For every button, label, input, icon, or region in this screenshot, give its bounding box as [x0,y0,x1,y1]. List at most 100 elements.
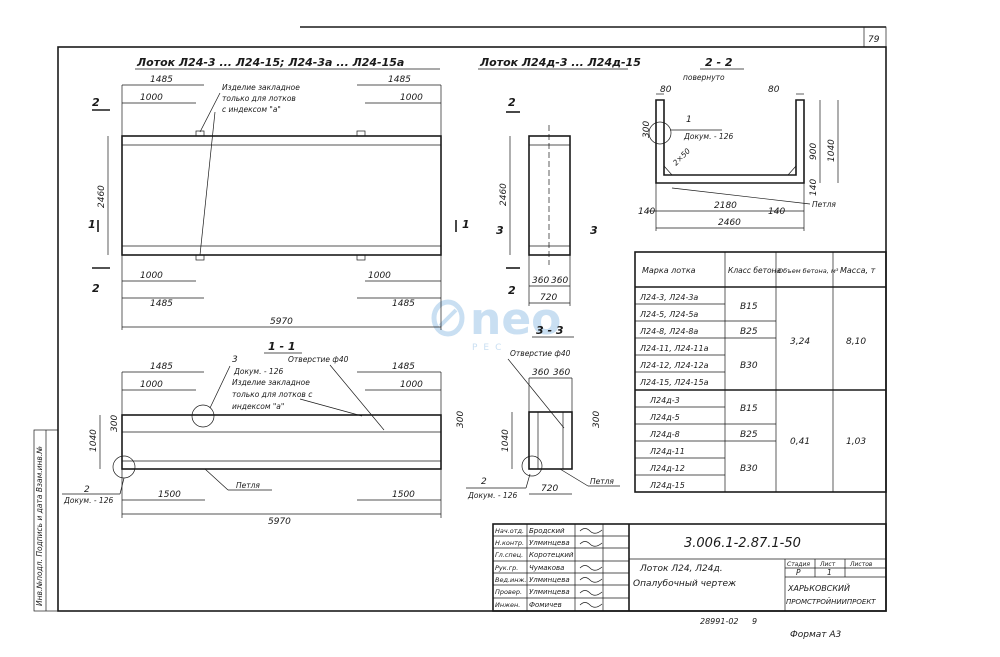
dim-22-top-left: 300 [642,121,652,138]
plan-view-title: Лоток Л24-3 ... Л24-15; Л24-3а ... Л24-1… [136,56,404,69]
plan-note-1: Изделие закладное [222,83,300,92]
dim-22-inner-w: 2180 [714,201,737,211]
spec-mark-10: Л24д-11 [649,447,685,456]
dim-11-right-inner: 1000 [400,380,423,390]
spec-mark-1: Л24-3, Л24-3а [639,293,698,302]
section-2-2-title: 2 - 2 [705,56,733,69]
section-1-1-title: 1 - 1 [268,340,296,353]
dim-end-w-left: 360 [532,276,549,286]
sign-role-5: Вед.инж. [495,576,526,584]
spec-mark-9: Л24д-8 [649,430,680,439]
dim-11-bot-right: 1500 [392,490,415,500]
dim-33-w-left: 360 [532,368,549,378]
sign-name-3: Коротецкий [529,551,574,559]
dim-11-right-outer: 1485 [392,362,415,372]
spec-class-1: В15 [740,302,758,312]
spec-table: Марка лотка Класс бетона Объем бетона, м… [634,251,887,493]
section-1-1-hole: Отверстие ф40 [288,355,349,364]
dim-22-total-w: 2460 [718,218,741,228]
dim-22-wall-left: 80 [660,85,672,95]
spec-mark-5: Л24-12, Л24-12а [639,361,709,370]
section-2-2: 2 - 2 повернуто 1 Докум. - 126 80 80 300… [638,56,839,231]
section-3-3-loop: Петля [590,477,614,486]
end-cut-3-left: 3 [496,224,504,237]
sheet-value: 1 [827,568,832,577]
cut-2-bottom: 2 [92,282,100,295]
sign-role-2: Н.контр. [495,539,524,547]
dim-end-w-right: 360 [551,276,568,286]
archive-page: 9 [752,617,757,626]
spec-mark-7: Л24д-3 [649,396,680,405]
page-number-box [863,26,887,48]
spec-header-volume: Объем бетона, м³ [778,267,839,275]
spec-header-mark: Марка лотка [642,266,696,275]
spec-class-4: В15 [740,404,758,414]
section-2-2-loop: Петля [812,200,836,209]
dim-22-depth: 900 [809,143,819,160]
dim-33-width: 720 [541,484,558,494]
page-number: 79 [868,35,880,45]
sign-role-4: Рук.гр. [495,564,518,572]
dim-22-right-w: 140 [768,207,785,217]
section-1-1: 1 - 1 1485 1000 1485 1000 Отверстие ф40 … [62,340,466,527]
spec-mark-2: Л24-5, Л24-5а [639,310,698,319]
watermark-logo: neo PEC [431,294,561,353]
section-3-3-hole: Отверстие ф40 [510,349,571,358]
plan-note-3: с индексом "а" [222,105,281,114]
sign-role-1: Нач.отд. [495,527,524,535]
end-view-title: Лоток Л24д-3 ... Л24д-15 [479,56,641,69]
archive-no: 28991-02 [700,617,739,626]
doc-code: 3.006.1-2.87.1-50 [684,536,801,551]
plan-view: Лоток Л24-3 ... Л24-15; Л24-3а ... Л24-1… [88,56,470,330]
cut-1-right: 1 [462,218,470,231]
spec-mark-3: Л24-8, Л24-8а [639,327,698,336]
plan-note-2: только для лотков [222,94,296,103]
spec-header-class: Класс бетона [728,266,781,275]
dim-22-bottom-t: 140 [809,179,819,196]
end-view: Лоток Л24д-3 ... Л24д-15 2460 2 3 3 2 36… [478,56,641,306]
dim-plan-top-left-outer: 1485 [150,75,173,85]
dim-22-left-w: 140 [638,207,655,217]
sign-role-6: Провер. [495,588,522,596]
dim-11-top-left: 300 [110,415,120,432]
watermark-text: neo [470,294,561,345]
section-2-2-ref-num: 1 [686,115,692,125]
end-cut-2-bottom: 2 [508,284,516,297]
section-1-1-ref-doc: Докум. - 126 [233,367,283,376]
spec-mark-11: Л24д-12 [649,464,685,473]
cut-1-left: 1 [88,218,96,231]
dim-plan-bottom-left-inner: 1000 [140,271,163,281]
spec-mass-1: 8,10 [846,337,866,347]
dim-end-width: 720 [540,293,557,303]
title-block: Нач.отд. Бродский Н.контр. Улминцева Гл.… [492,523,887,640]
section-1-1-ref2-num: 2 [84,485,90,495]
dim-plan-top-right-outer: 1485 [388,75,411,85]
spec-header-mass: Масса, т [840,266,876,275]
stage-value: Р [796,568,801,577]
sign-name-2: Улминцева [529,539,570,547]
dim-plan-top-right-inner: 1000 [400,93,423,103]
dim-33-top-right: 300 [592,411,602,428]
spec-mass-2: 1,03 [846,437,866,447]
section-1-1-loop: Петля [236,481,260,490]
spec-volume-2: 0,41 [790,437,810,447]
dim-11-length: 5970 [268,517,291,527]
sign-name-4: Чумакова [529,564,564,572]
dim-plan-height: 2460 [97,185,107,208]
sign-name-1: Бродский [529,527,565,535]
dim-11-bot-left: 1500 [158,490,181,500]
sign-role-3: Гл.спец. [495,551,523,559]
dim-plan-bottom-right-inner: 1000 [368,271,391,281]
sign-role-7: Инжен. [495,601,520,609]
spec-volume-1: 3,24 [790,337,810,347]
section-1-1-ref2-doc: Докум. - 126 [63,496,113,505]
end-cut-3-right: 3 [590,224,598,237]
dim-11-left-inner: 1000 [140,380,163,390]
spec-class-3: В30 [740,361,758,371]
dim-22-wall-right: 80 [768,85,780,95]
section-1-1-note-3: индексом "а" [232,402,284,411]
section-3-3-title: 3 - 3 [536,324,564,337]
cut-2-top: 2 [92,96,100,109]
section-1-1-ref-num: 3 [232,355,238,365]
